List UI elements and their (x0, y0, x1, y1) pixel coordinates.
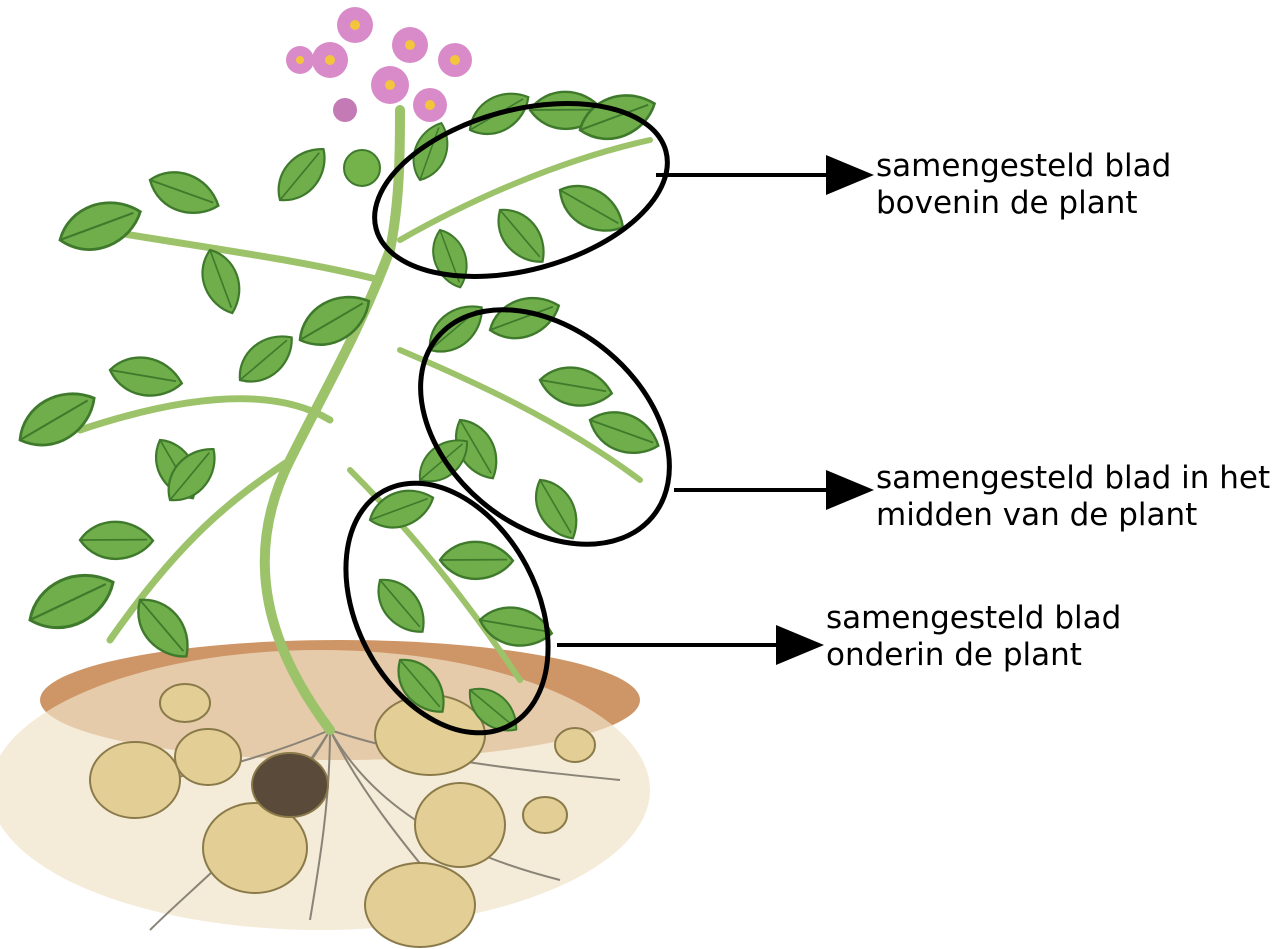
annotation-bottom-line-2: onderin de plant (826, 637, 1121, 674)
annotation-middle-line-1: samengesteld blad in het (876, 460, 1270, 497)
annotation-top-line-2: bovenin de plant (876, 185, 1171, 222)
annotation-bottom-line-1: samengesteld blad (826, 600, 1121, 637)
annotation-top-line-1: samengesteld blad (876, 148, 1171, 185)
berry (344, 150, 380, 186)
annotation-top: samengesteld blad bovenin de plant (876, 148, 1171, 222)
flowers (286, 7, 472, 122)
annotation-middle: samengesteld blad in het midden van de p… (876, 460, 1270, 534)
annotation-bottom: samengesteld blad onderin de plant (826, 600, 1121, 674)
arrows (557, 175, 866, 645)
annotation-middle-line-2: midden van de plant (876, 497, 1270, 534)
